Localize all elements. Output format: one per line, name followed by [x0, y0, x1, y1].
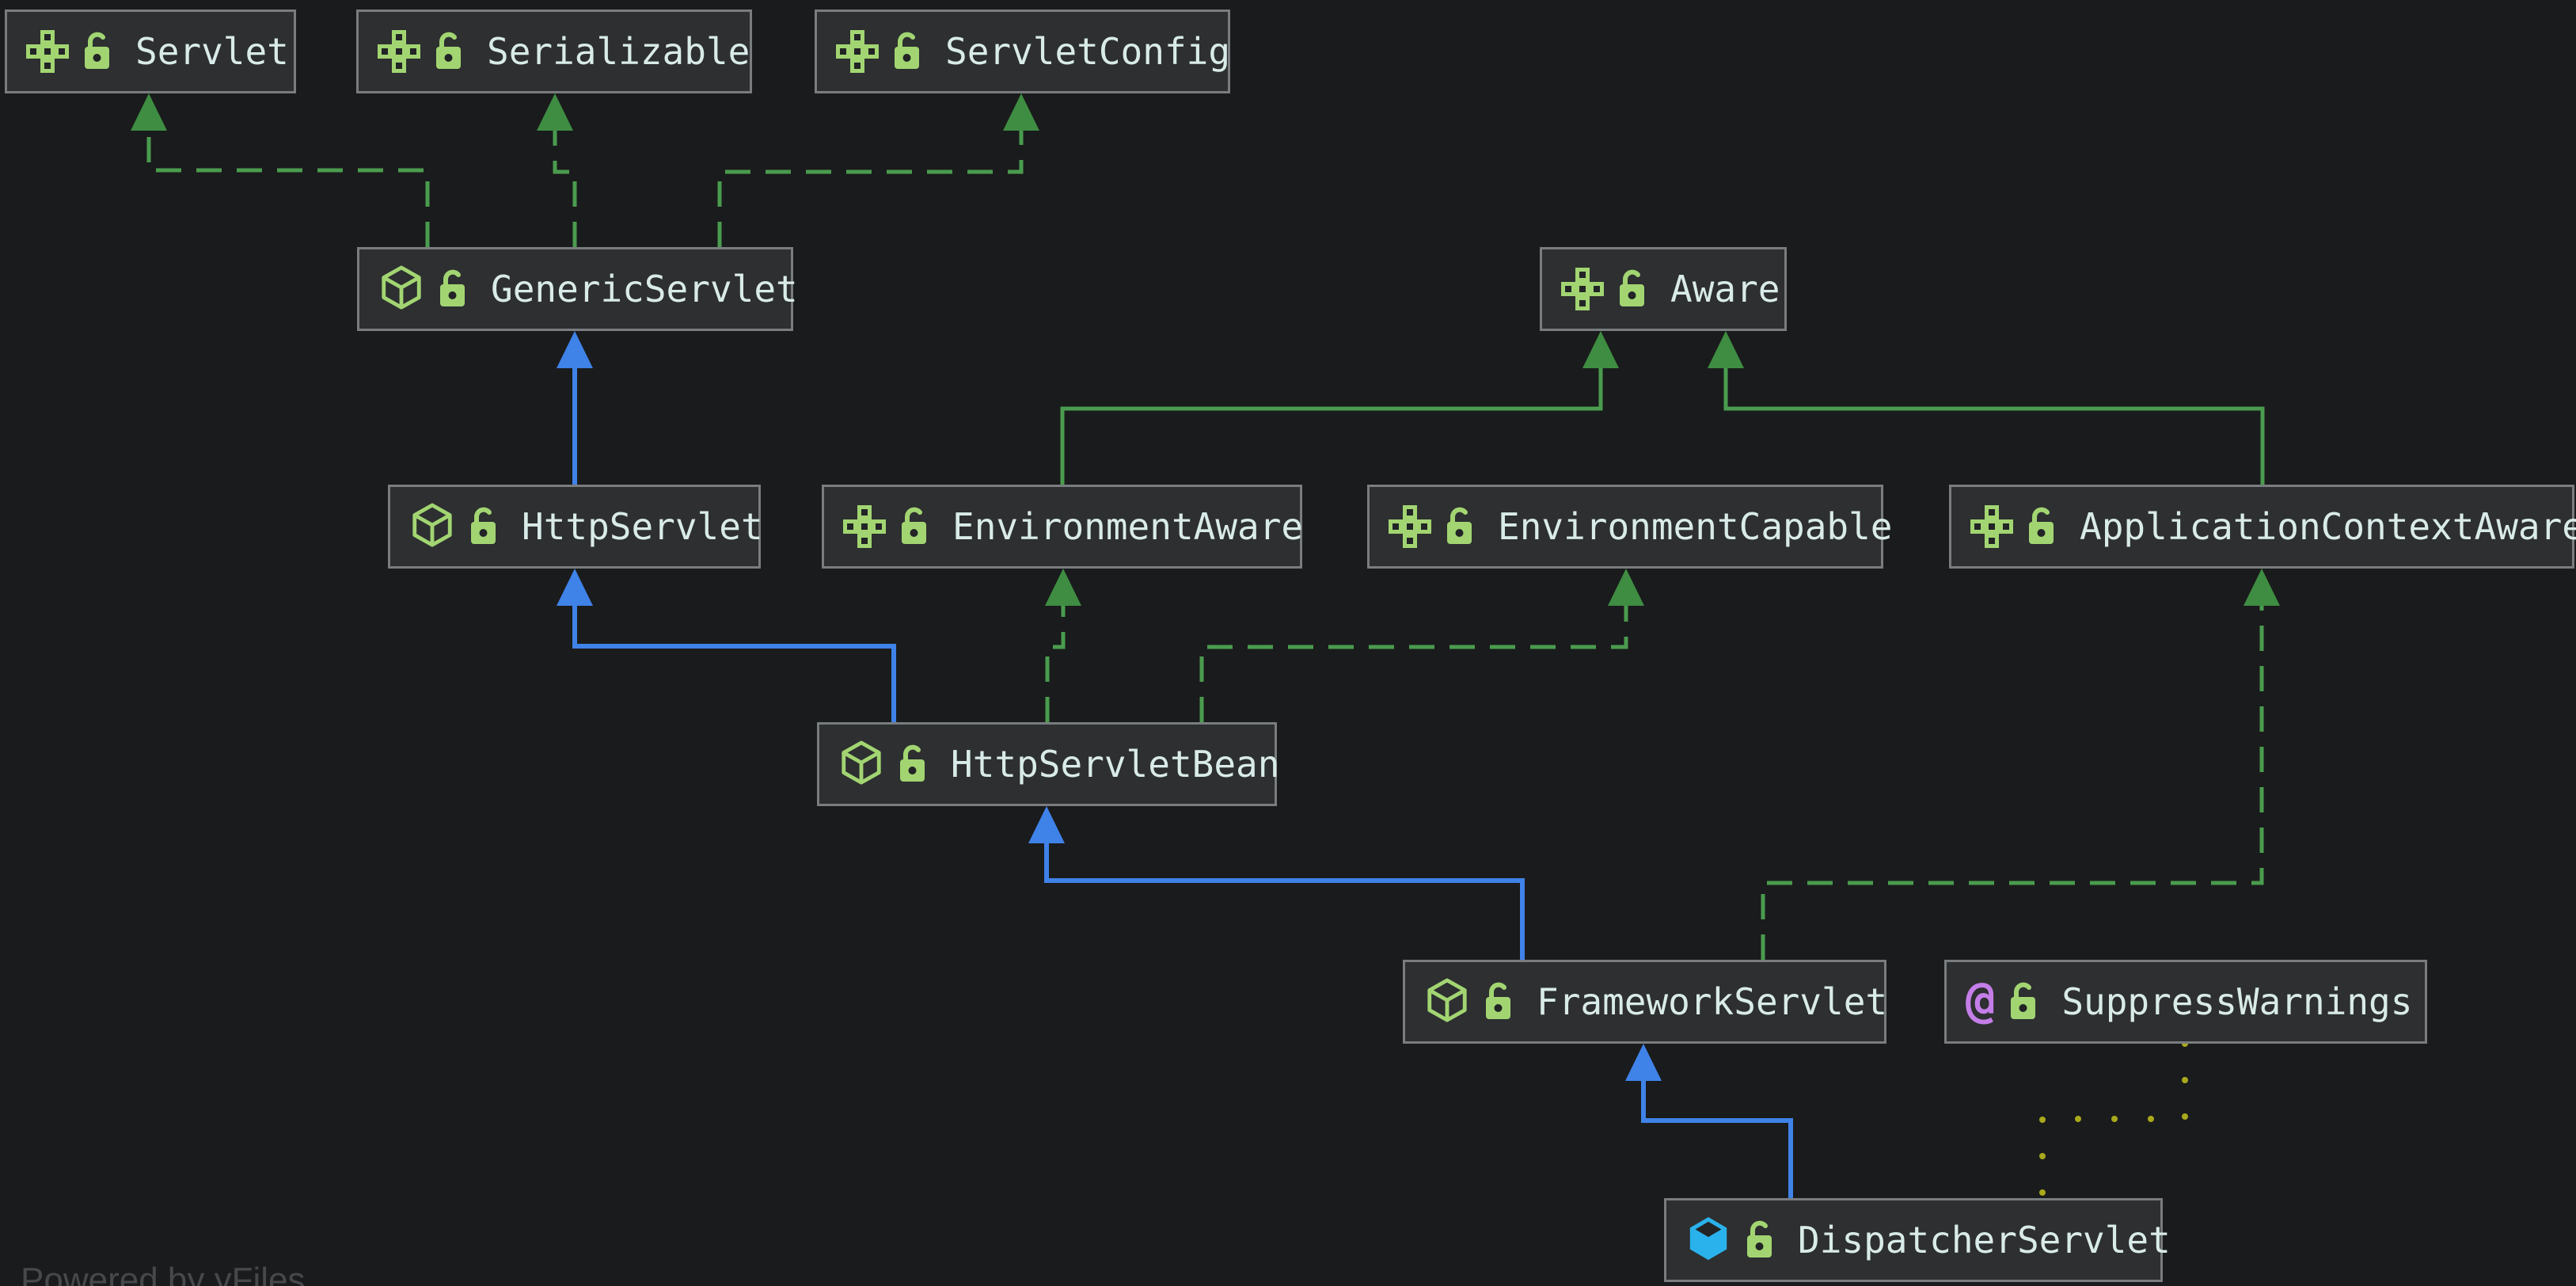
- edge-http-servlet-generic-servlet: [557, 331, 593, 485]
- node-label: Serializable: [487, 30, 750, 73]
- arrowhead: [1625, 1044, 1662, 1081]
- arrowhead: [1045, 569, 1081, 606]
- lock-icon: [897, 743, 927, 786]
- node-label: FrameworkServlet: [1537, 980, 1888, 1023]
- node-http-servlet-bean[interactable]: HttpServletBean: [817, 722, 1280, 806]
- node-label: GenericServlet: [491, 268, 798, 310]
- yfiles-watermark: Powered by yFiles: [21, 1261, 306, 1286]
- interface-icon: [843, 505, 886, 548]
- node-environment-aware[interactable]: EnvironmentAware: [822, 485, 1304, 569]
- node-label: HttpServlet: [522, 505, 763, 548]
- node-aware[interactable]: Aware: [1540, 247, 1787, 331]
- edge-http-servlet-bean-environment-aware: [1045, 569, 1081, 722]
- edge-environment-aware-aware: [1060, 331, 1619, 485]
- interface-icon: [836, 30, 879, 73]
- node-dispatcher-servlet[interactable]: DispatcherServlet: [1664, 1198, 2171, 1282]
- lock-icon: [2026, 505, 2056, 548]
- node-label: SuppressWarnings: [2061, 980, 2413, 1023]
- node-label: ServletConfig: [945, 30, 1231, 73]
- edge-generic-servlet-serializable: [537, 93, 577, 247]
- edge-framework-servlet-application-context-aware: [1761, 569, 2280, 960]
- annotation-icon: @: [1966, 971, 1996, 1029]
- lock-icon: [1444, 505, 1474, 548]
- interface-icon: [26, 30, 69, 73]
- node-suppress-warnings[interactable]: @ SuppressWarnings: [1944, 960, 2427, 1044]
- arrowhead: [1003, 93, 1039, 131]
- node-label: ApplicationContextAware: [2080, 505, 2576, 548]
- edge-http-servlet-bean-http-servlet: [557, 569, 896, 722]
- edge-generic-servlet-servlet: [131, 93, 430, 247]
- node-servlet[interactable]: Servlet: [5, 10, 296, 93]
- node-environment-capable[interactable]: EnvironmentCapable: [1367, 485, 1893, 569]
- interface-icon: [1561, 268, 1604, 310]
- arrowhead: [1708, 331, 1744, 368]
- edge-generic-servlet-servlet-config: [717, 93, 1039, 247]
- lock-icon: [82, 30, 112, 73]
- arrowhead: [1582, 331, 1619, 368]
- lock-icon: [899, 505, 929, 548]
- lock-icon: [1744, 1219, 1774, 1261]
- edge-dispatcher-servlet-framework-servlet: [1625, 1044, 1793, 1198]
- arrowhead: [537, 93, 573, 131]
- class-icon: [378, 264, 424, 314]
- arrowhead: [557, 569, 593, 606]
- arrowhead: [1608, 569, 1644, 606]
- node-http-servlet[interactable]: HttpServlet: [388, 485, 763, 569]
- lock-icon: [1617, 268, 1647, 310]
- edge-http-servlet-bean-environment-capable: [1199, 569, 1644, 722]
- node-framework-servlet[interactable]: FrameworkServlet: [1403, 960, 1888, 1044]
- lock-icon: [891, 30, 921, 73]
- node-label: Aware: [1670, 268, 1780, 310]
- class-special-icon: [1685, 1216, 1731, 1265]
- arrowhead: [131, 93, 167, 131]
- node-generic-servlet[interactable]: GenericServlet: [357, 247, 798, 331]
- interface-icon: [1970, 505, 2013, 548]
- arrowhead: [2244, 569, 2280, 606]
- node-label: HttpServletBean: [951, 743, 1280, 786]
- node-serializable[interactable]: Serializable: [356, 10, 752, 93]
- class-icon: [1424, 977, 1470, 1026]
- lock-icon: [433, 30, 463, 73]
- lock-icon: [437, 268, 467, 310]
- arrowhead: [1028, 806, 1065, 843]
- interface-icon: [378, 30, 420, 73]
- interface-icon: [1389, 505, 1431, 548]
- node-label: EnvironmentAware: [952, 505, 1304, 548]
- class-icon: [409, 502, 455, 551]
- edge-application-context-aware-aware: [1708, 331, 2265, 485]
- arrowhead: [557, 331, 593, 368]
- node-application-context-aware[interactable]: ApplicationContextAware: [1949, 485, 2576, 569]
- lock-icon: [1483, 980, 1513, 1023]
- class-icon: [838, 740, 884, 789]
- lock-icon: [468, 505, 498, 548]
- node-label: DispatcherServlet: [1798, 1219, 2171, 1261]
- edge-suppress-warnings-dispatcher-servlet: [2039, 1041, 2188, 1201]
- node-servlet-config[interactable]: ServletConfig: [815, 10, 1230, 93]
- node-label: Servlet: [135, 30, 289, 73]
- lock-icon: [2008, 980, 2038, 1023]
- node-label: EnvironmentCapable: [1498, 505, 1893, 548]
- edge-framework-servlet-http-servlet-bean: [1028, 806, 1525, 960]
